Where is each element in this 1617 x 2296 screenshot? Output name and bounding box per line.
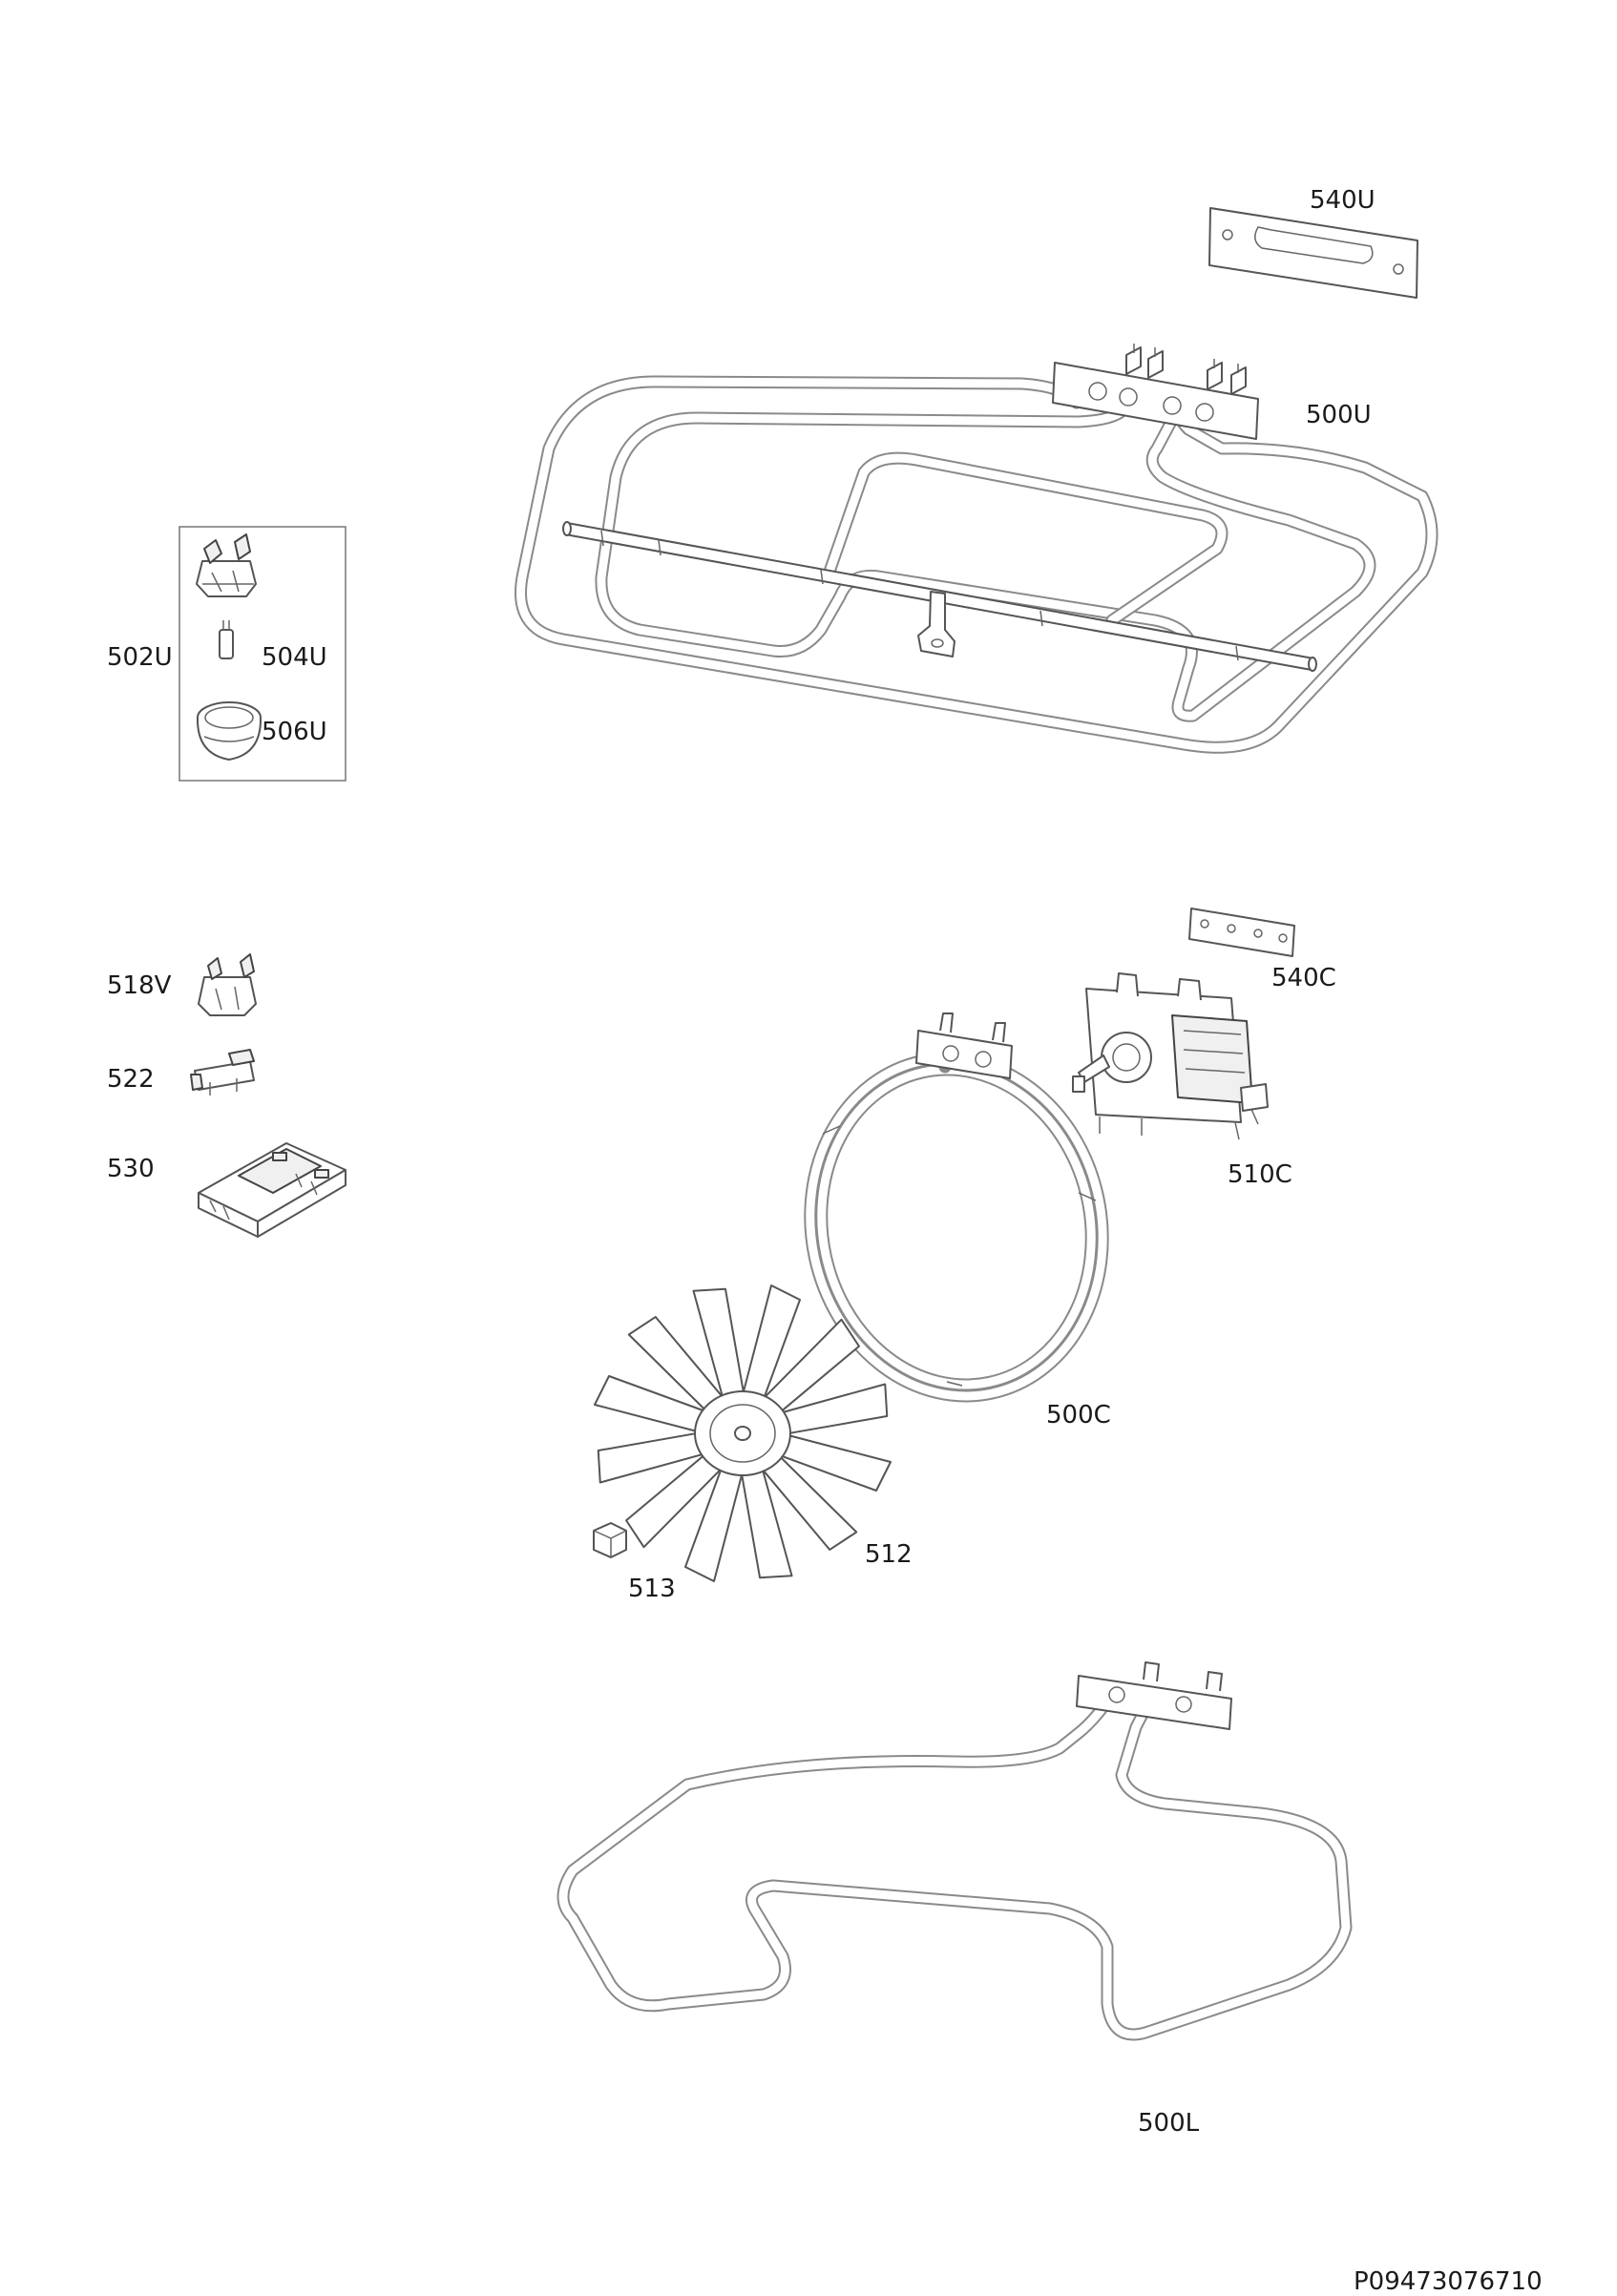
part-502U-lamp-assembly-box xyxy=(178,526,346,782)
part-518V xyxy=(198,953,257,1016)
label-500C: 500C xyxy=(1046,1401,1111,1430)
label-530: 530 xyxy=(107,1155,155,1183)
label-510C: 510C xyxy=(1228,1160,1292,1189)
part-502U-lamp-holder xyxy=(196,533,257,597)
label-504U: 504U xyxy=(262,643,327,672)
label-513: 513 xyxy=(628,1575,676,1603)
label-500L: 500L xyxy=(1138,2109,1200,2138)
part-513-nut xyxy=(593,1522,627,1558)
label-518V: 518V xyxy=(107,971,172,1000)
part-512-fan-blade xyxy=(594,1284,892,1582)
label-522: 522 xyxy=(107,1065,155,1094)
part-510C-fan-motor xyxy=(1072,972,1269,1140)
part-500U-upper-heating-element xyxy=(514,344,1438,754)
part-500L-lower-heating-element xyxy=(556,1661,1353,2041)
document-number: P09473076710 xyxy=(1354,2267,1543,2296)
part-504U-bulb xyxy=(219,620,234,659)
label-512: 512 xyxy=(865,1540,913,1569)
part-500C-circular-heating-element xyxy=(804,1012,1109,1403)
part-530-control-board xyxy=(198,1142,346,1238)
part-506U-lamp-cover xyxy=(196,701,262,761)
part-522-clip xyxy=(190,1049,255,1096)
label-502U: 502U xyxy=(107,643,173,672)
part-540C-gasket xyxy=(1188,908,1295,957)
part-540U-gasket xyxy=(1208,207,1418,299)
label-540U: 540U xyxy=(1310,186,1376,215)
label-506U: 506U xyxy=(262,718,327,746)
label-540C: 540C xyxy=(1271,964,1336,992)
label-500U: 500U xyxy=(1306,401,1372,429)
